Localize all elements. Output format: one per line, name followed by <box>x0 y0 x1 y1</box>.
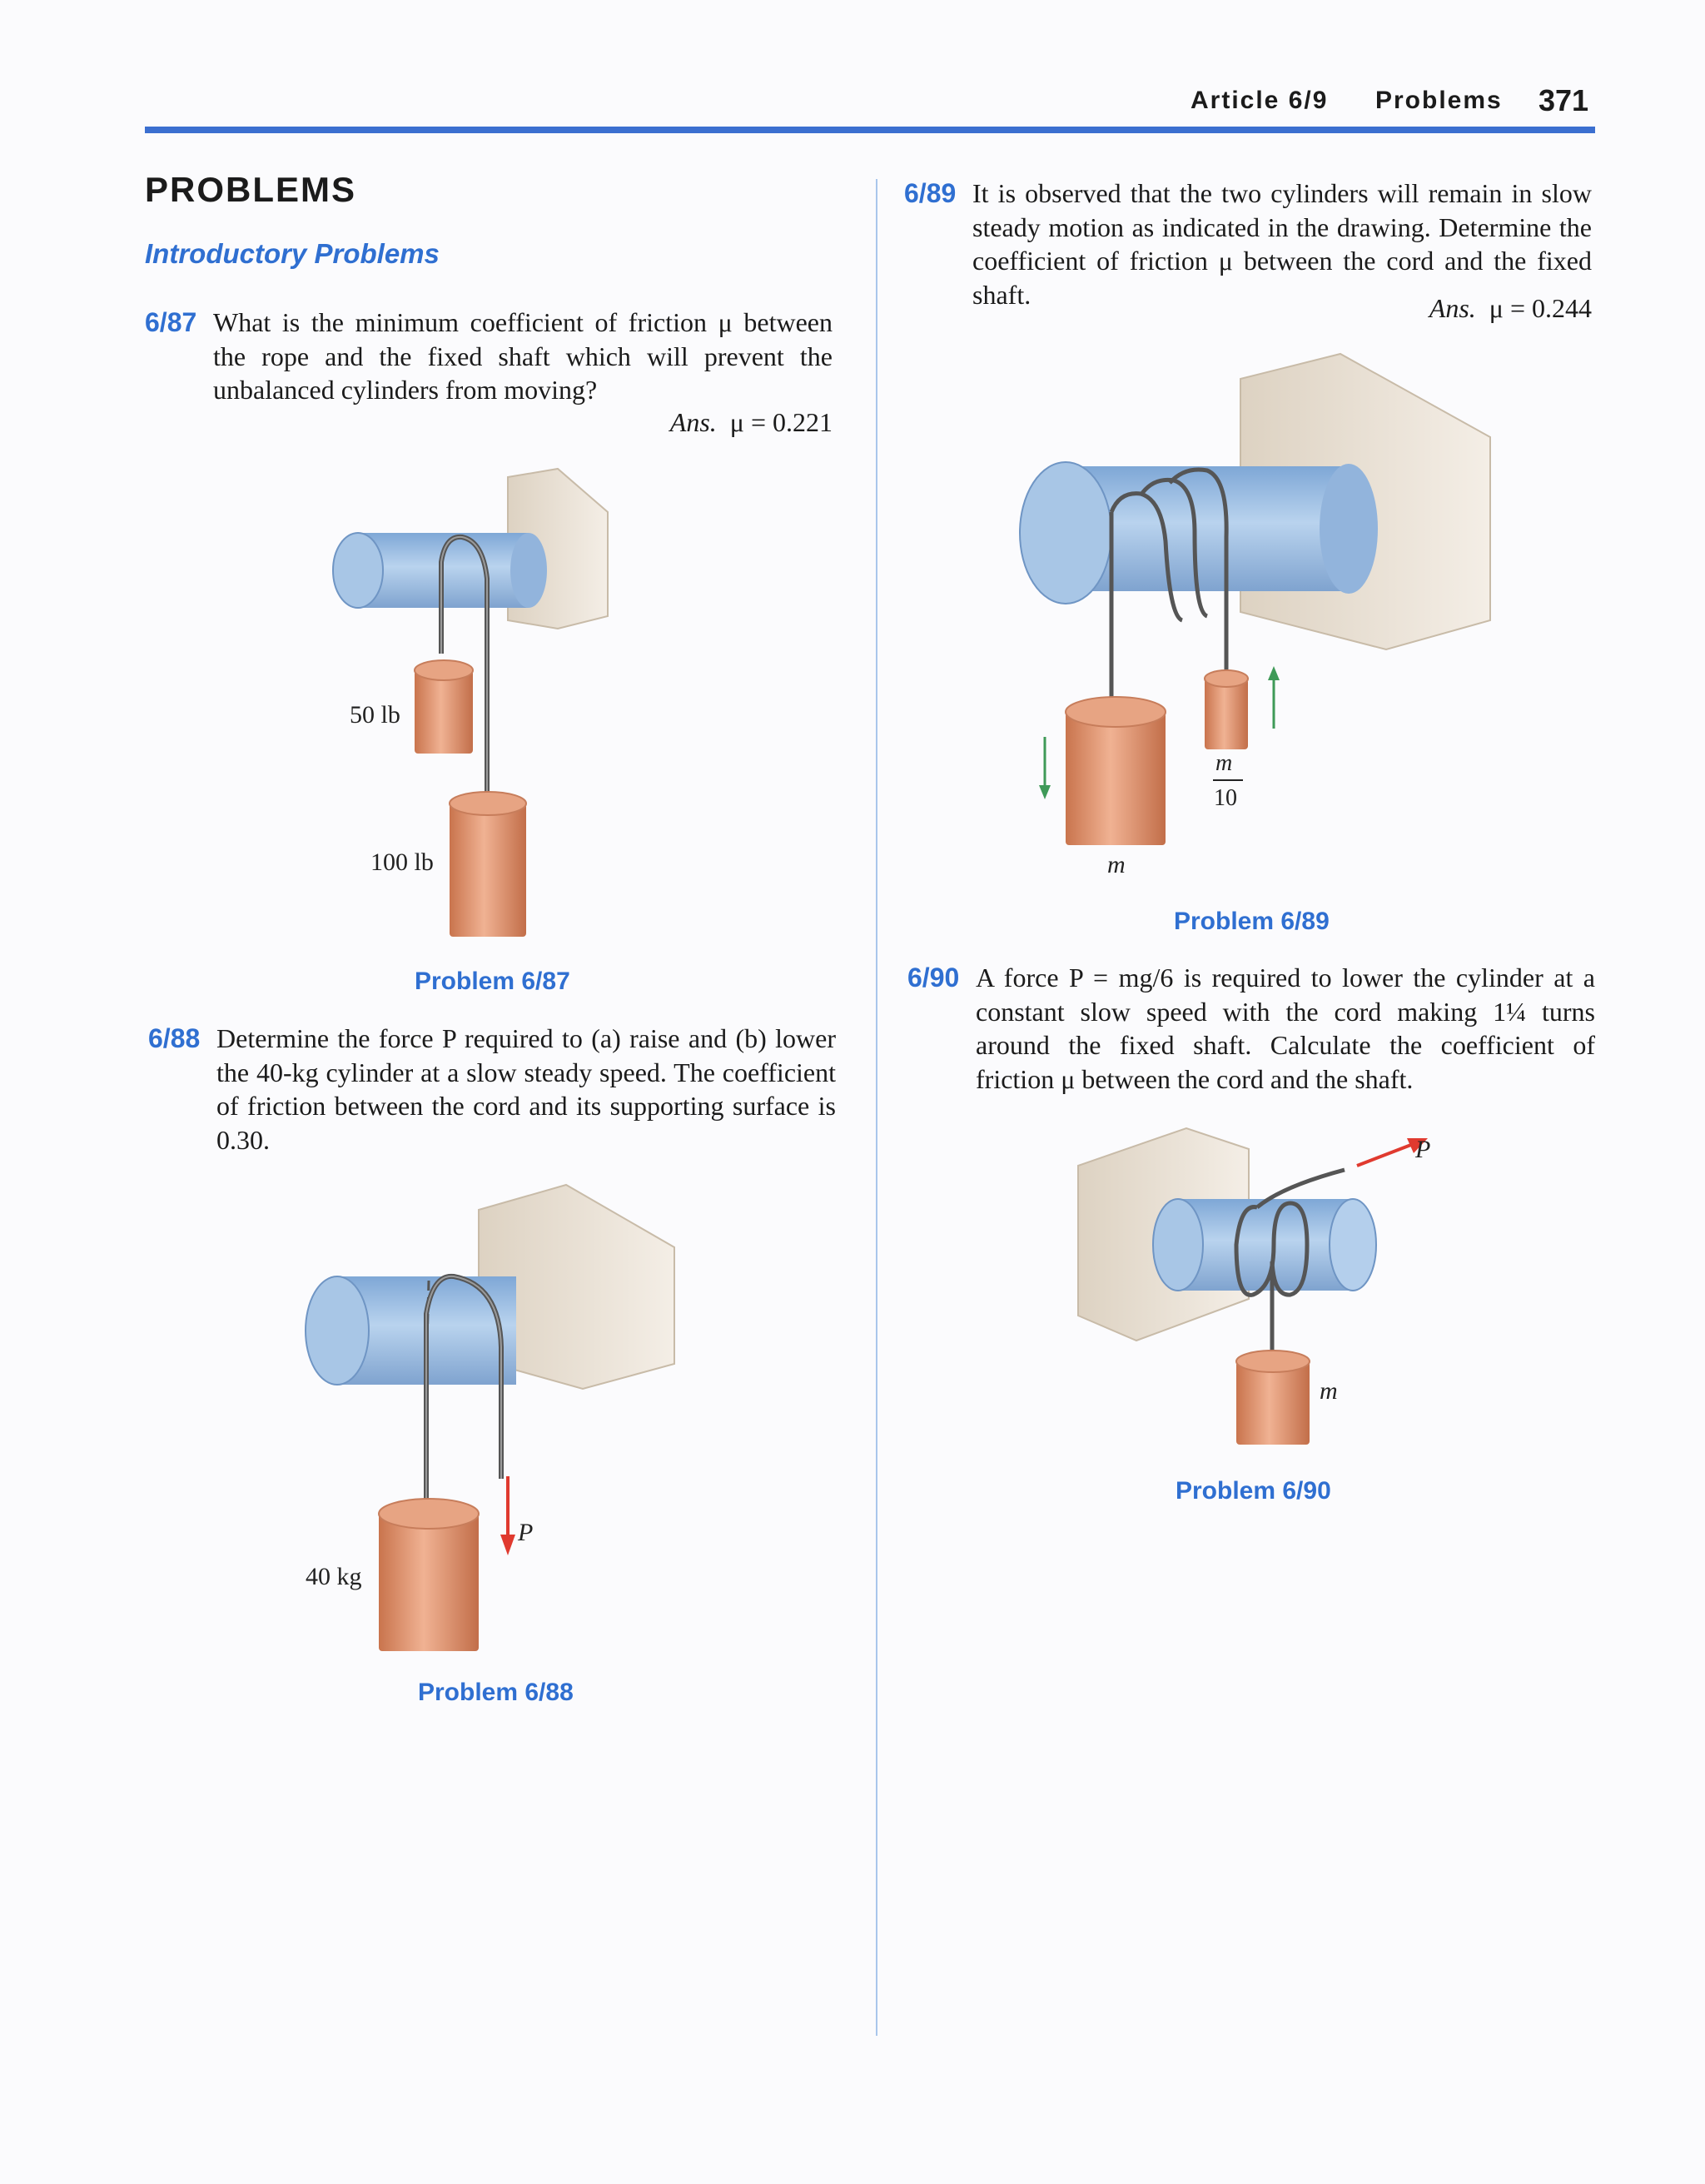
force-arrow-head <box>500 1535 515 1555</box>
problem-text: A force P = mg/6 is required to lower th… <box>976 963 1595 1094</box>
label-p: P <box>517 1519 533 1546</box>
problem-number: 6/87 <box>145 307 197 337</box>
label-40kg: 40 kg <box>306 1563 362 1590</box>
cylinder-top <box>378 1498 480 1530</box>
cylinder-top <box>1235 1350 1310 1373</box>
shaft-end <box>1152 1198 1204 1291</box>
motion-arrow-up-head <box>1268 666 1280 680</box>
label-50lb: 50 lb <box>350 701 400 729</box>
force-arrow-p <box>1356 1142 1416 1167</box>
cylinder-top <box>449 791 527 816</box>
label-p: P <box>1414 1136 1430 1163</box>
rope-highlight <box>440 535 488 803</box>
problem-text: Determine the force P required to (a) ra… <box>216 1023 836 1155</box>
label-m: m <box>1320 1377 1338 1405</box>
problem-number: 6/89 <box>904 178 957 208</box>
cylinder-50lb <box>415 670 473 754</box>
figure-6-89: m m 10 <box>1019 352 1491 878</box>
figure-6-90: P m <box>1077 1127 1430 1445</box>
problem-6-90: 6/90 A force P = mg/6 is required to low… <box>907 961 1595 1096</box>
problem-number: 6/90 <box>907 963 960 993</box>
force-arrow-head <box>1407 1138 1428 1153</box>
rope-wrap <box>1270 1201 1310 1361</box>
problem-text: What is the minimum coefficient of frict… <box>213 307 833 405</box>
problem-6-89: 6/89 It is observed that the two cylinde… <box>904 177 1592 311</box>
caption-6-87: Problem 6/87 <box>415 968 570 995</box>
rope-wrap <box>1234 1201 1291 1297</box>
figure-6-88: 40 kg P <box>305 1183 675 1651</box>
problem-number: 6/88 <box>148 1023 201 1053</box>
label-m-10-denominator: 10 <box>1214 785 1237 811</box>
label-100lb: 100 lb <box>370 848 434 876</box>
answer-value: μ = 0.221 <box>729 407 833 437</box>
problem-text: It is observed that the two cylinders wi… <box>972 178 1592 310</box>
rope-wrap <box>1109 491 1184 623</box>
header-rule <box>145 127 1595 133</box>
cylinder-top <box>1204 669 1249 688</box>
page-number: 371 <box>1538 83 1589 117</box>
rope-wrap <box>1138 477 1209 619</box>
shaft-end <box>332 532 384 609</box>
section-heading: PROBLEMS <box>145 170 357 209</box>
shaft-end-right <box>510 533 547 608</box>
rope-wrap <box>1168 467 1229 674</box>
answer-6-89: Ans. μ = 0.244 <box>1342 293 1592 324</box>
motion-arrow-down-head <box>1039 785 1051 799</box>
rope-free-end <box>1255 1167 1345 1209</box>
answer-label: Ans. <box>1429 293 1476 323</box>
cylinder-m <box>1066 712 1166 845</box>
cylinder-40kg <box>379 1514 479 1651</box>
label-m: m <box>1107 851 1126 878</box>
column-divider <box>876 179 877 2036</box>
header-article: Article 6/9 <box>1191 87 1329 114</box>
answer-label: Ans. <box>669 407 717 437</box>
cylinder-top <box>1065 696 1166 728</box>
caption-6-88: Problem 6/88 <box>418 1679 574 1706</box>
subsection-heading: Introductory Problems <box>145 238 440 269</box>
cylinder-top <box>414 659 474 681</box>
fixed-shaft <box>1178 1199 1353 1291</box>
rope-highlight <box>425 1275 502 1514</box>
problem-6-88: 6/88 Determine the force P required to (… <box>148 1022 836 1157</box>
shaft-end-right <box>1329 1198 1377 1291</box>
caption-6-89: Problem 6/89 <box>1174 908 1330 935</box>
shaft-end-right <box>1320 464 1378 594</box>
shaft-end <box>1019 461 1112 604</box>
caption-6-90: Problem 6/90 <box>1176 1477 1331 1505</box>
problem-6-87: 6/87 What is the minimum coefficient of … <box>145 306 833 407</box>
header-section: Problems <box>1375 87 1503 114</box>
answer-6-87: Ans. μ = 0.221 <box>583 407 833 438</box>
label-m-10-numerator: m <box>1215 750 1232 776</box>
cylinder-100lb <box>450 803 526 937</box>
cylinder-m <box>1236 1361 1310 1445</box>
cylinder-m-10 <box>1205 679 1248 749</box>
figure-6-87: 50 lb 100 lb <box>332 467 609 937</box>
shaft-end <box>305 1276 370 1386</box>
answer-value: μ = 0.244 <box>1489 293 1592 323</box>
